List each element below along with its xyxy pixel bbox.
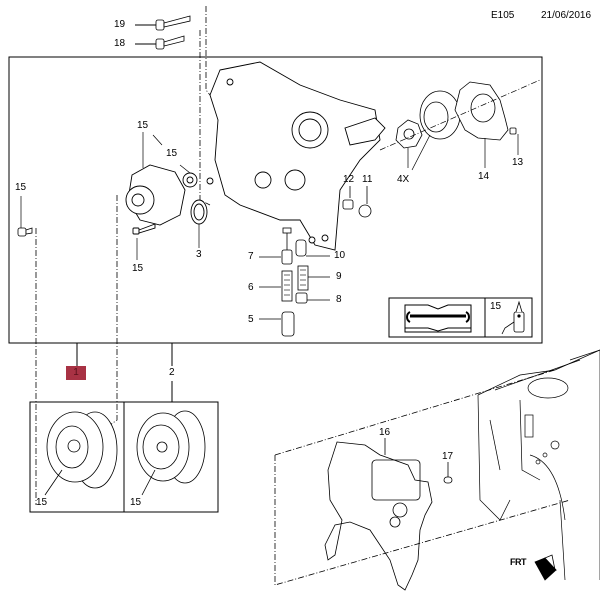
callout-2: 2 (169, 367, 175, 378)
callout-16: 16 (379, 427, 391, 438)
oil-pump-cover (454, 81, 517, 141)
callout-12: 12 (343, 174, 355, 185)
callout-13: 13 (512, 157, 524, 168)
callout-10: 10 (334, 250, 346, 261)
dowel-17 (443, 476, 453, 484)
sleeve-12 (342, 199, 354, 210)
callout-15-pump-side: 15 (166, 148, 178, 159)
callout-9: 9 (336, 271, 342, 282)
callout-15-pump-top: 15 (137, 120, 149, 131)
callout-7: 7 (248, 251, 254, 262)
callout-6: 6 (248, 282, 254, 293)
callout-15-left: 15 (15, 182, 27, 193)
engine-block (477, 349, 600, 581)
diagram-code: E105 (491, 10, 515, 21)
front-cover-housing (209, 61, 386, 251)
diagram-date: 21/06/2016 (541, 10, 592, 21)
callout-18: 18 (114, 38, 126, 49)
callout-15-legend: 15 (490, 301, 502, 312)
callout-19: 19 (114, 19, 126, 30)
callout-15-pulley-2: 15 (130, 497, 142, 508)
callout-1-highlight[interactable]: 1 (66, 366, 86, 380)
callout-11: 11 (362, 174, 373, 185)
water-pump (125, 164, 214, 235)
callout-15-pulley-1: 15 (36, 497, 48, 508)
plug-11 (358, 204, 372, 218)
pulley-box-2 (123, 401, 219, 513)
gasket-16 (324, 438, 433, 591)
repair-manual-icon (404, 304, 472, 333)
callout-15-bolt: 15 (132, 263, 144, 274)
callout-8: 8 (336, 294, 342, 305)
callout-14: 14 (478, 171, 490, 182)
callout-5: 5 (248, 314, 254, 325)
callout-4x: 4X (397, 174, 410, 185)
assembly-frame (8, 56, 543, 344)
relief-valve-parts (259, 227, 330, 337)
front-direction-arrow (534, 554, 557, 581)
sealant-bottle-icon (501, 300, 525, 335)
legend-box (388, 297, 533, 338)
callout-3: 3 (196, 249, 202, 260)
oil-pump-rotors (395, 90, 461, 149)
pulley-1 (44, 411, 118, 496)
callout-17: 17 (442, 451, 454, 462)
pulley-2 (136, 410, 206, 496)
frt-label: FRT (510, 557, 527, 567)
